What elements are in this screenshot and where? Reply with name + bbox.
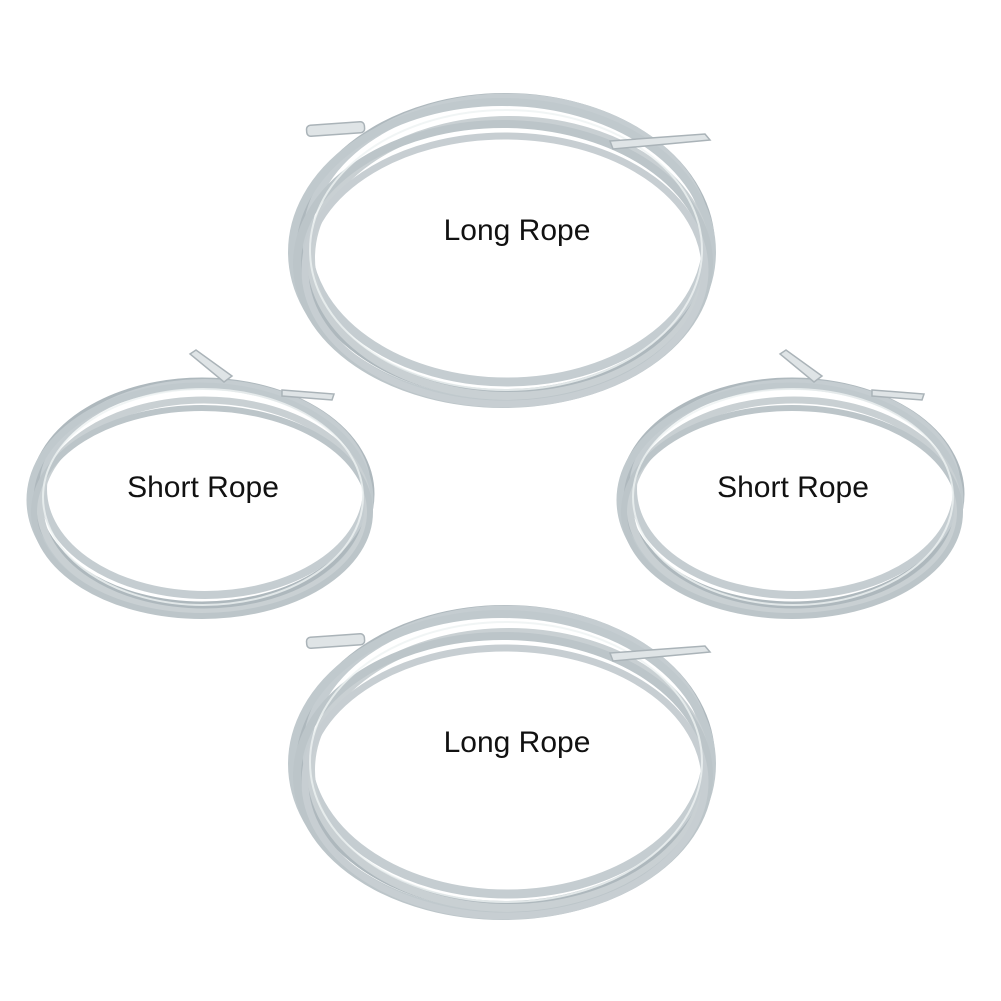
rope-tip: [778, 349, 824, 383]
short-rope-left-coil: [26, 349, 375, 619]
rope-tip-left: [305, 633, 366, 650]
rope-tip-right: [608, 133, 712, 150]
short-rope-left-label: Short Rope: [127, 471, 279, 504]
long-rope-top-coil: [288, 93, 716, 408]
long-rope-top-label: Long Rope: [443, 214, 591, 247]
rope-tip: [188, 349, 234, 383]
long-rope-bottom-coil: [288, 605, 716, 920]
short-rope-right-label: Short Rope: [717, 471, 869, 504]
rope-tip-left: [305, 121, 366, 138]
rope-tip: [871, 389, 926, 401]
rope-tip: [281, 389, 336, 401]
long-rope-bottom-label: Long Rope: [443, 726, 591, 759]
short-rope-right-coil: [616, 349, 965, 619]
rope-tip-right: [608, 645, 712, 662]
